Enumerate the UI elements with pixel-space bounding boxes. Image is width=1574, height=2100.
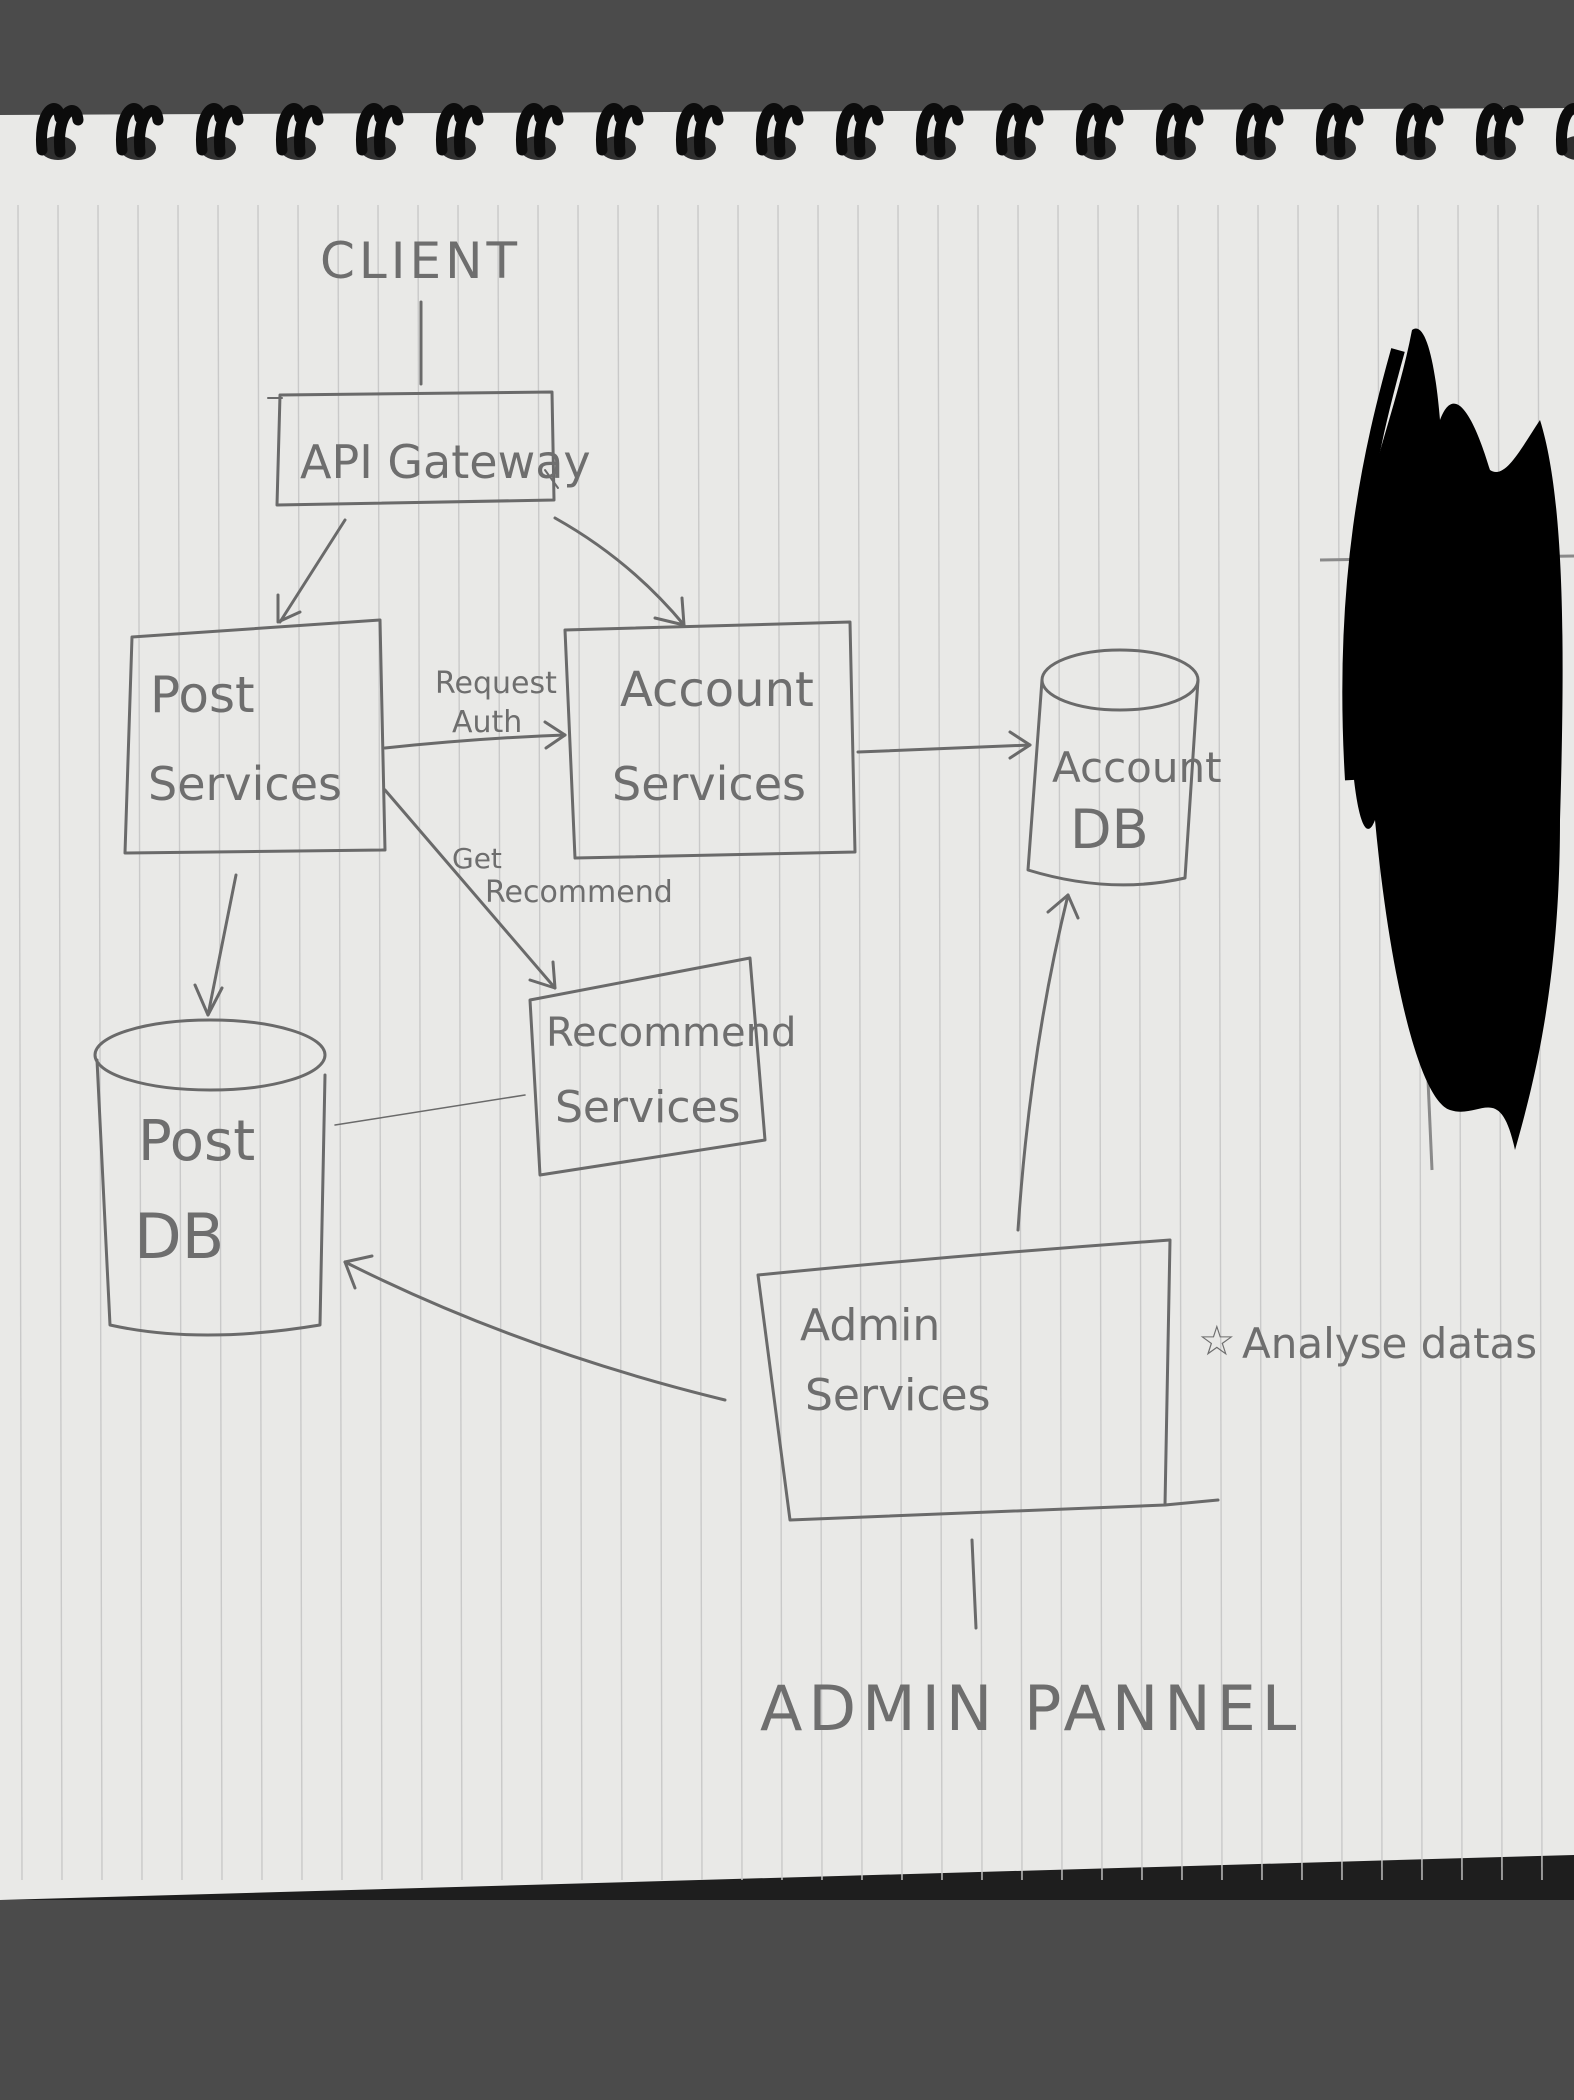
star-icon: ☆ (1198, 1316, 1236, 1365)
spiral-ring (1155, 103, 1204, 160)
spiral-ring (515, 103, 564, 160)
arrow-post-to-postdb (193, 873, 238, 1017)
spiral-ring (355, 103, 404, 160)
ruled-line (777, 204, 783, 1881)
admin-services-line2: Services (805, 1370, 991, 1421)
spiral-ring (755, 103, 804, 160)
admin-services-line1: Admin (800, 1300, 940, 1351)
ruled-line (417, 204, 423, 1881)
post-db-line2: DB (134, 1200, 224, 1273)
arrow-admin-to-accountdb (1016, 893, 1080, 1232)
ruled-line (977, 204, 983, 1881)
recommend-services-line2: Services (555, 1082, 741, 1133)
account-db-line1: Account (1052, 743, 1222, 792)
analyse-annotation: ☆ Analyse datas (1198, 1316, 1537, 1368)
ruled-line (1257, 204, 1263, 1881)
ruled-line (257, 204, 263, 1881)
ruled-line (737, 204, 743, 1881)
post-db-line1: Post (138, 1109, 255, 1174)
post-services-line1: Post (150, 666, 255, 724)
ruled-line (1017, 204, 1023, 1881)
ruled-line (457, 204, 463, 1881)
arrow-request-auth: Request Auth (383, 666, 567, 750)
ruled-line (337, 204, 343, 1881)
recommend-to-postdb-line (334, 1094, 526, 1126)
spiral-ring (435, 103, 484, 160)
arrow-gateway-to-post (276, 518, 347, 624)
recommend-services-box: Recommend Services (528, 956, 796, 1177)
spiral-ring (1475, 103, 1524, 160)
arrow-gateway-to-account (553, 516, 686, 627)
account-db-line2: DB (1070, 798, 1149, 861)
recommend-services-line1: Recommend (546, 1010, 796, 1056)
spiral-ring (675, 103, 724, 160)
ruled-line (537, 204, 543, 1881)
account-services-box: Account Services (563, 620, 857, 860)
admin-to-pannel-line (970, 1538, 978, 1630)
spiral-ring (915, 103, 964, 160)
ruled-line (617, 204, 623, 1881)
arrow-admin-to-postdb (343, 1254, 727, 1402)
ruled-line (17, 204, 23, 1881)
account-db-cylinder: Account DB (1026, 648, 1222, 887)
ruled-line (1097, 204, 1103, 1881)
spiral-ring (595, 103, 644, 160)
spiral-ring (35, 103, 84, 160)
redaction-scribble (1319, 328, 1574, 1171)
ruled-line (497, 204, 503, 1881)
spiral-ring (1395, 103, 1444, 160)
arrow-get-recommend: Get Recommend (383, 788, 673, 990)
admin-pannel-label: ADMIN PANNEL (760, 1672, 1302, 1745)
ruled-line (137, 204, 143, 1881)
ruled-line (297, 204, 303, 1881)
spiral-ring (275, 103, 324, 160)
ruled-line (657, 204, 663, 1881)
spiral-ring (1075, 103, 1124, 160)
ruled-line (1137, 204, 1143, 1881)
post-services-line2: Services (148, 757, 342, 811)
ruled-line (217, 204, 223, 1881)
api-gateway-label: API Gateway (300, 435, 591, 489)
ruled-line (1337, 204, 1343, 1881)
request-auth-line1: Request (435, 666, 557, 701)
spiral-binding (35, 103, 1574, 160)
ruled-line (1217, 204, 1223, 1881)
post-db-cylinder: Post DB (93, 1018, 327, 1337)
spiral-ring (195, 103, 244, 160)
ruled-line (177, 204, 183, 1881)
spiral-ring (1235, 103, 1284, 160)
ruled-line (897, 204, 903, 1881)
spiral-ring (995, 103, 1044, 160)
ruled-line (857, 204, 863, 1881)
ruled-line (377, 204, 383, 1881)
account-services-line1: Account (620, 662, 814, 718)
client-label: CLIENT (320, 232, 521, 290)
api-gateway-box: API Gateway (267, 390, 591, 507)
ruled-line (1177, 204, 1183, 1881)
ruled-line (817, 204, 823, 1881)
spiral-ring (1315, 103, 1364, 160)
ruled-line (697, 204, 703, 1881)
account-services-line2: Services (612, 757, 806, 811)
ruled-line (1057, 204, 1063, 1881)
spiral-ring (835, 103, 884, 160)
ruled-line (57, 204, 63, 1881)
ruled-line (937, 204, 943, 1881)
ruled-line (1297, 204, 1303, 1881)
diagram: CLIENT API Gateway Post Services Account (93, 232, 1537, 1745)
arrow-account-to-db (856, 730, 1032, 760)
analyse-datas-label: Analyse datas (1242, 1319, 1537, 1368)
admin-services-box: Admin Services (756, 1238, 1220, 1522)
ruled-line (577, 204, 583, 1881)
post-services-box: Post Services (123, 618, 387, 855)
spiral-ring (115, 103, 164, 160)
request-auth-line2: Auth (452, 705, 522, 740)
get-recommend-line2: Recommend (485, 875, 673, 910)
get-recommend-line1: Get (452, 842, 502, 875)
spiral-ring (1555, 103, 1574, 160)
